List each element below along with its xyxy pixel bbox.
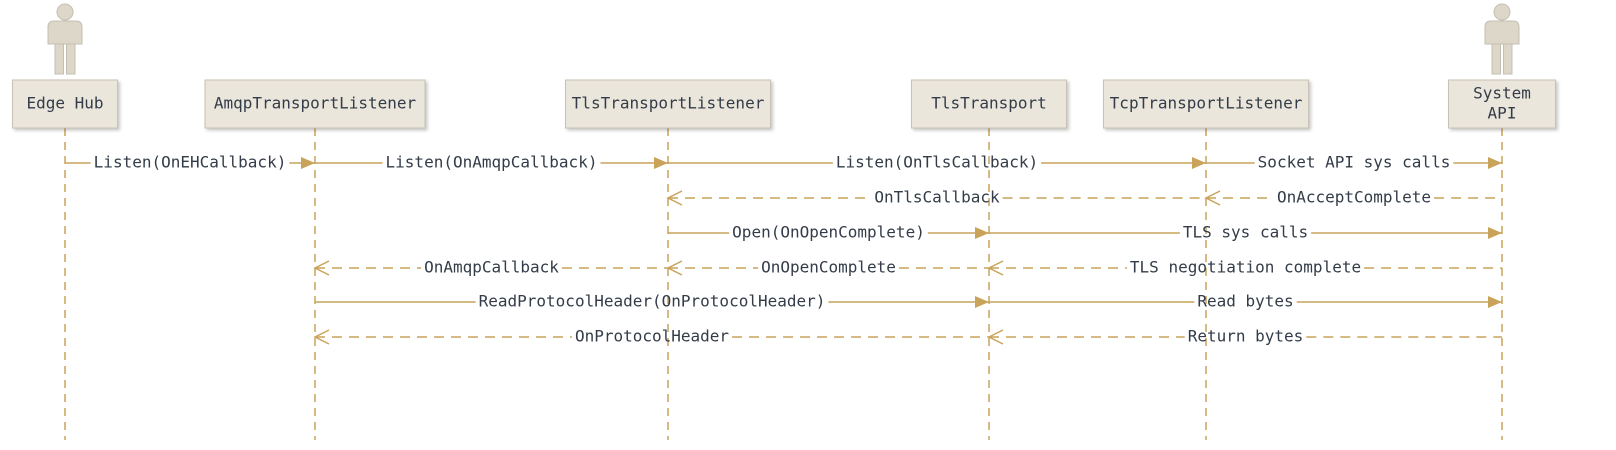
message-label: Listen(OnEHCallback) xyxy=(94,153,287,172)
arrowhead-open xyxy=(987,329,1004,345)
message-label: Socket API sys calls xyxy=(1258,153,1451,172)
arrowhead-open xyxy=(987,260,1004,276)
message-label: TLS negotiation complete xyxy=(1130,258,1361,277)
message-call: Listen(OnEHCallback) xyxy=(65,153,315,172)
participant-label: TcpTransportListener xyxy=(1110,94,1303,113)
messages: Listen(OnEHCallback) Listen(OnAmqpCallbac… xyxy=(65,153,1502,346)
message-label: ReadProtocolHeader(OnProtocolHeader) xyxy=(479,292,826,311)
message-label: OnTlsCallback xyxy=(874,188,1000,207)
participant-tls-transport: TlsTransport xyxy=(911,79,1067,129)
message-call: Open(OnOpenComplete) xyxy=(668,223,989,242)
participant-label: TlsTransport xyxy=(931,94,1047,113)
message-return: OnOpenComplete xyxy=(666,258,989,277)
participant-label: System xyxy=(1473,84,1531,103)
participant-tls-transport-listener: TlsTransportListener xyxy=(565,79,771,129)
arrowhead-open xyxy=(313,260,330,276)
message-call: Listen(OnTlsCallback) xyxy=(668,153,1206,172)
participant-box xyxy=(1448,79,1556,129)
lifelines xyxy=(64,128,1503,440)
message-call: ReadProtocolHeader(OnProtocolHeader) xyxy=(315,292,989,311)
participant-tcp-transport-listener: TcpTransportListener xyxy=(1103,79,1309,129)
actors xyxy=(47,3,1520,75)
arrowhead-filled xyxy=(975,296,989,308)
actor-icon-edge-hub xyxy=(47,3,83,75)
participant-amqp-transport-listener: AmqpTransportListener xyxy=(204,79,426,129)
arrowhead-filled xyxy=(654,157,668,169)
arrowhead-filled xyxy=(1192,157,1206,169)
message-call: Read bytes xyxy=(989,292,1502,311)
message-return: OnAcceptComplete xyxy=(1204,188,1502,207)
message-return: Return bytes xyxy=(987,327,1502,346)
message-call: Listen(OnAmqpCallback) xyxy=(315,153,668,172)
message-label: Read bytes xyxy=(1197,292,1293,311)
arrowhead-open xyxy=(666,190,683,206)
arrowhead-filled xyxy=(301,157,315,169)
message-return: OnProtocolHeader xyxy=(313,327,989,346)
arrowhead-filled xyxy=(1488,227,1502,239)
arrowhead-filled xyxy=(1488,157,1502,169)
participant-box xyxy=(911,79,1067,129)
message-label: OnAmqpCallback xyxy=(424,258,559,277)
participant-box xyxy=(12,79,118,129)
arrowhead-filled xyxy=(1488,296,1502,308)
message-label: Return bytes xyxy=(1188,327,1304,346)
participant-box xyxy=(565,79,771,129)
participant-label: API xyxy=(1488,104,1517,123)
arrowhead-filled xyxy=(975,227,989,239)
arrowhead-open xyxy=(666,260,683,276)
message-label: TLS sys calls xyxy=(1183,223,1308,242)
message-call: Socket API sys calls xyxy=(1206,153,1502,172)
message-label: OnAcceptComplete xyxy=(1277,188,1431,207)
participant-label: TlsTransportListener xyxy=(572,94,765,113)
message-label: OnProtocolHeader xyxy=(575,327,729,346)
message-label: OnOpenComplete xyxy=(761,258,896,277)
message-return: TLS negotiation complete xyxy=(987,258,1502,277)
arrowhead-open xyxy=(313,329,330,345)
message-call: TLS sys calls xyxy=(989,223,1502,242)
message-label: Listen(OnAmqpCallback) xyxy=(386,153,598,172)
participant-box xyxy=(1103,79,1309,129)
message-return: OnAmqpCallback xyxy=(313,258,668,277)
message-label: Open(OnOpenComplete) xyxy=(732,223,925,242)
participant-edge-hub: Edge Hub xyxy=(12,79,118,129)
arrowhead-open xyxy=(1204,190,1221,206)
participant-boxes: Edge Hub AmqpTransportListener TlsTranspor… xyxy=(12,79,1556,129)
participant-label: AmqpTransportListener xyxy=(214,94,417,113)
message-return: OnTlsCallback xyxy=(666,188,1206,207)
actor-icon-system-api xyxy=(1484,3,1520,75)
participant-box xyxy=(204,79,426,129)
message-label: Listen(OnTlsCallback) xyxy=(836,153,1038,172)
participant-label: Edge Hub xyxy=(26,94,103,113)
